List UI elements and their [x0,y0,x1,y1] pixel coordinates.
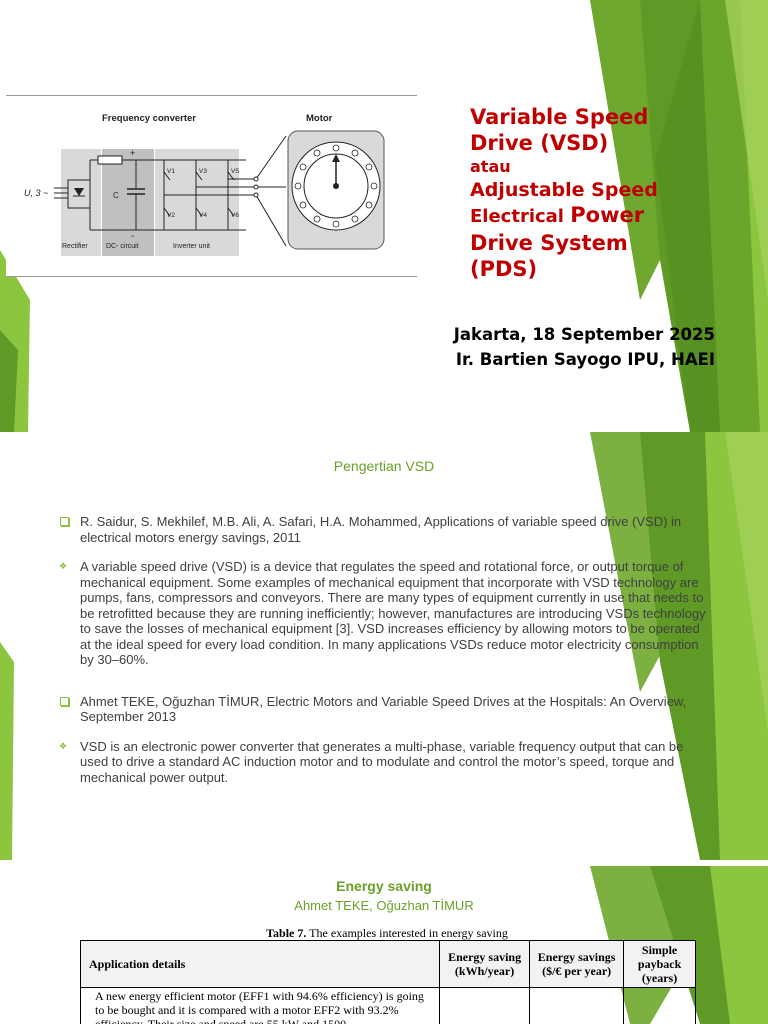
title-line-3: Adjustable Speed [470,179,658,201]
title-atau: atau [470,157,511,176]
svg-text:-: - [131,231,134,242]
title-line-2: Drive (VSD) [470,131,609,155]
svg-text:V4: V4 [199,212,207,219]
presenter-info: Jakarta, 18 September 2025 Ir. Bartien S… [440,322,715,372]
star-bullet-icon: ❖ [59,740,68,751]
energy-saving-table: Application details Energy saving (kWh/y… [79,940,696,1024]
slide-heading: Pengertian VSD [333,458,435,474]
table-caption: Table 7. The examples interested in ener… [266,926,508,940]
square-bullet-icon [60,696,69,706]
slide-heading: Energy saving [336,878,432,894]
header-application: Application details [79,940,441,988]
slide-title-block: Variable Speed Drive (VSD) atau Adjustab… [470,104,700,282]
row-application-text: A new energy efficient motor (EFF1 with … [79,987,441,1024]
square-bullet-icon [60,517,69,526]
title-line-5: Drive System [470,231,628,255]
svg-text:V2: V2 [167,212,175,219]
list-item: ❖ A variable speed drive (VSD) is a devi… [59,559,706,667]
title-line-1: Variable Speed [470,105,649,129]
svg-text:V6: V6 [231,212,239,219]
inverter-unit-label: Inverter unit [173,243,210,250]
green-decoration-left [0,642,14,860]
list-item: ❖ VSD is an electronic power converter t… [59,738,684,785]
header-energy-savings-money: Energy savings ($/€ per year) [529,940,625,988]
date-line: Jakarta, 18 September 2025 [453,325,715,344]
svg-text:V5: V5 [231,168,239,175]
slide-pengertian-vsd: Pengertian VSD R. Saidur, S. Mekhilef, M… [0,432,768,860]
dc-circuit-label: DC- circuit [106,243,139,250]
svg-text:C: C [113,191,119,200]
vsd-circuit-diagram: Frequency converter Motor U, 3 ~ + - [6,95,417,277]
list-item: R. Saidur, S. Mekhilef, M.B. Ali, A. Saf… [58,514,706,545]
frequency-converter-label: Frequency converter [102,113,196,124]
motor-label: Motor [306,113,333,124]
title-line-6: (PDS) [470,257,538,281]
slide-subheading: Ahmet TEKE, Oğuzhan TİMUR [294,898,474,913]
slide-energy-saving: Energy saving Ahmet TEKE, Oğuzhan TİMUR … [0,866,768,1024]
rectifier-label: Rectifier [62,243,88,250]
slide-title: Frequency converter Motor U, 3 ~ + - [0,0,768,432]
author-line: Ir. Bartien Sayogo IPU, HAEI [455,350,715,369]
svg-text:V3: V3 [199,168,207,175]
header-energy-saving: Energy saving (kWh/year) [439,940,531,988]
star-bullet-icon: ❖ [59,561,68,571]
header-payback: Simple payback (years) [623,940,696,988]
green-decoration-left [0,250,30,432]
green-decoration-right [590,432,768,860]
green-decoration-right [590,0,768,432]
svg-text:V1: V1 [167,168,175,175]
svg-text:+: + [130,148,135,158]
content-list: R. Saidur, S. Mekhilef, M.B. Ali, A. Saf… [58,514,706,799]
input-voltage-label: U, 3 ~ [24,188,48,198]
list-item: Ahmet TEKE, Oğuzhan TİMUR, Electric Moto… [58,694,706,725]
title-line-4: Electrical Power [470,203,645,227]
table-row: A new energy efficient motor (EFF1 with … [79,987,696,1024]
